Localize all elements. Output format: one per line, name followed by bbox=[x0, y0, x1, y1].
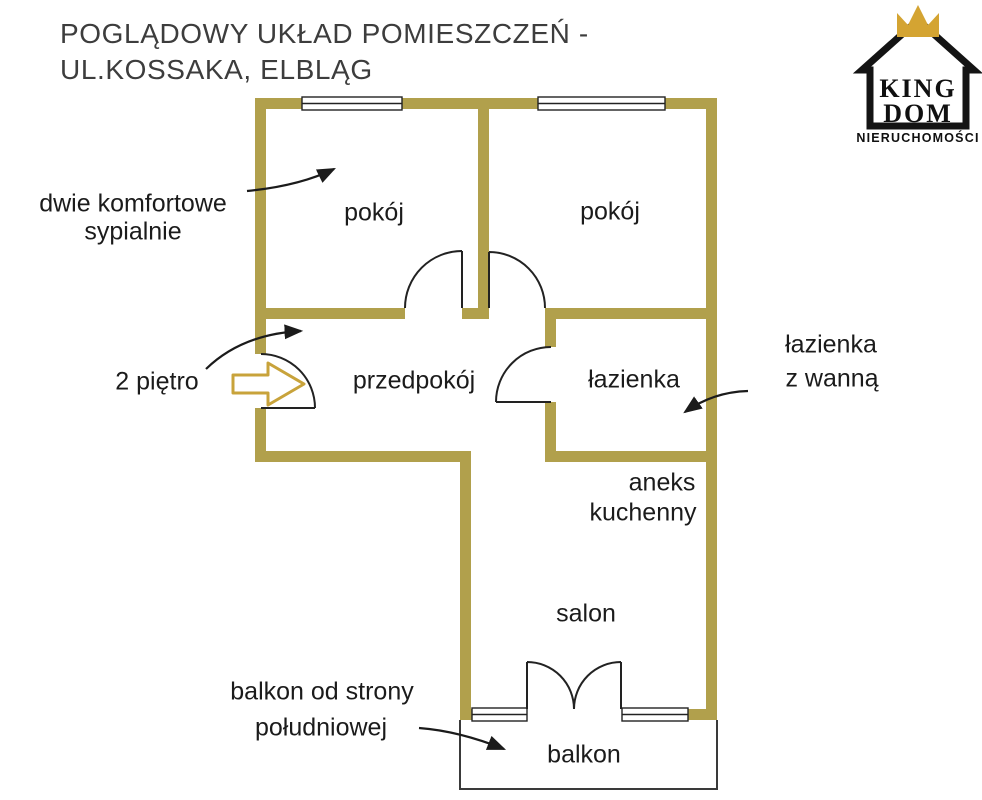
logo-house-icon bbox=[852, 15, 982, 130]
annotation-balcony-line2: południowej bbox=[254, 713, 388, 742]
doors bbox=[260, 250, 622, 710]
door-bedroom-right bbox=[488, 251, 546, 309]
logo-crown-icon bbox=[897, 5, 939, 37]
logo bbox=[852, 5, 982, 130]
room-label-kitchen-line1: aneks bbox=[628, 468, 696, 497]
room-label-bathroom: łazienka bbox=[588, 365, 680, 394]
room-label-living: salon bbox=[556, 599, 616, 628]
annotation-balcony-line1: balkon od strony bbox=[230, 677, 414, 706]
logo-brand-king: KING bbox=[879, 74, 957, 103]
logo-brand-dom: DOM bbox=[883, 99, 953, 128]
logo-tagline: NIERUCHOMOŚCI bbox=[856, 131, 980, 145]
window-bedroom-right bbox=[537, 96, 666, 111]
window-living-left bbox=[471, 707, 528, 722]
door-bathroom bbox=[495, 346, 552, 403]
door-balcony-left-leaf bbox=[526, 661, 575, 710]
arrow-bathroom bbox=[683, 389, 749, 414]
room-label-hallway: przedpokój bbox=[352, 366, 476, 395]
annotation-arrows bbox=[205, 168, 749, 751]
arrow-bedrooms bbox=[246, 168, 336, 193]
door-bedroom-left bbox=[404, 250, 463, 309]
walls bbox=[255, 98, 717, 720]
annotation-bathroom-line1: łazienka bbox=[785, 330, 877, 359]
annotation-bedrooms-line2: sypialnie bbox=[84, 217, 182, 246]
arrow-balcony bbox=[418, 726, 507, 751]
room-label-bedroom-right: pokój bbox=[580, 197, 640, 226]
door-balcony-right-leaf bbox=[573, 661, 622, 710]
room-label-balcony: balkon bbox=[547, 740, 621, 769]
window-living-right bbox=[621, 707, 689, 722]
window-bedroom-left bbox=[301, 96, 403, 111]
arrow-floor bbox=[205, 324, 304, 370]
page-title-line1: POGLĄDOWY UKŁAD POMIESZCZEŃ - bbox=[60, 18, 589, 49]
annotation-bedrooms-line1: dwie komfortowe bbox=[39, 189, 227, 218]
windows bbox=[301, 96, 689, 722]
room-label-kitchen-line2: kuchenny bbox=[589, 498, 697, 527]
page-title-line2: UL.KOSSAKA, ELBLĄG bbox=[60, 54, 373, 85]
balcony-outline bbox=[459, 720, 718, 790]
door-entrance bbox=[260, 353, 316, 409]
annotation-floor: 2 piętro bbox=[115, 367, 199, 396]
room-label-bedroom-left: pokój bbox=[344, 198, 404, 227]
entrance-arrow-icon bbox=[231, 361, 306, 407]
annotation-bathroom-line2: z wanną bbox=[785, 364, 879, 393]
